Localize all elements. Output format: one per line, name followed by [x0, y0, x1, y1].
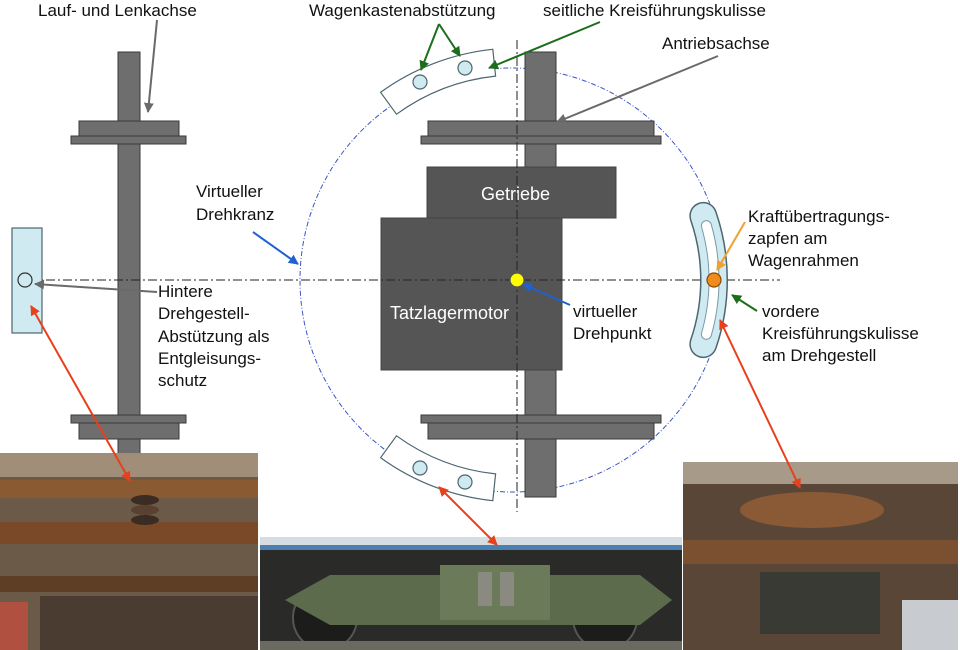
label-pivot-point-2: Drehpunkt: [573, 324, 652, 343]
photo-rear-support-beam-2: [0, 522, 258, 544]
label-front-guide-3: am Drehgestell: [762, 346, 876, 365]
force-transmission-pin: [706, 272, 722, 288]
steering-axle: [70, 51, 187, 456]
arrow-transmission-pin: [716, 221, 746, 271]
steering-axle-wheel-top-flange: [70, 135, 187, 145]
label-pivot-point-1: virtueller: [573, 302, 638, 321]
arrow-pivot-point: [522, 283, 571, 306]
photo-carbody-support-body: [260, 537, 682, 545]
photo-front-guide-frame: [683, 462, 958, 484]
arrow-steering-axle: [143, 19, 158, 113]
arrow-rear-support: [34, 279, 158, 293]
driving-axle-wheel-top-flange: [420, 135, 662, 145]
steering-axle-wheel-top: [78, 120, 180, 137]
gearbox-label: Getriebe: [481, 184, 550, 204]
gearbox: [426, 166, 617, 219]
arrow-slewing-ring: [252, 231, 299, 265]
label-transmission-pin-2: zapfen am: [748, 229, 827, 248]
traction-motor: [380, 217, 563, 371]
photo-rear-support-spring-2: [131, 505, 159, 515]
bottom-carbody-support-slot: [379, 434, 497, 502]
photo-rear-support-beam-1: [0, 480, 258, 498]
steering-axle-shaft: [117, 51, 141, 456]
photo-carbody-support-ground: [260, 641, 682, 650]
traction-motor-label: Tatzlagermotor: [390, 303, 509, 323]
label-slewing-ring-1: Virtueller: [196, 182, 263, 201]
virtual-pivot-point: [509, 272, 525, 288]
photo-front-guide-machinery: [760, 572, 880, 634]
photo-rear-support-spring-3: [131, 515, 159, 525]
bottom-support-pad-right: [457, 474, 473, 490]
label-rear-support-2: Drehgestell-: [158, 304, 250, 323]
label-front-guide-2: Kreisführungskulisse: [762, 324, 919, 343]
top-support-pad-right: [457, 60, 473, 76]
label-carbody-support: Wagenkastenabstützung: [309, 1, 496, 20]
photo-front-guide: [683, 462, 958, 650]
photo-rear-support-beam-3: [0, 576, 258, 592]
driving-axle-wheel-bottom-flange: [420, 414, 662, 424]
photo-front-guide-light: [902, 600, 958, 650]
steering-axle-wheel-bottom-flange: [70, 414, 187, 424]
arrow-driving-axle: [556, 55, 719, 124]
photo-rear-support: [0, 453, 258, 650]
photo-rear-support-frame: [0, 453, 258, 477]
photo-carbody-support-spring-left: [478, 572, 492, 606]
photo-front-guide-beam: [683, 540, 958, 564]
steering-axle-wheel-bottom: [78, 422, 180, 440]
label-driving-axle: Antriebsachse: [662, 34, 770, 53]
label-rear-support-5: schutz: [158, 371, 207, 390]
arrow-support-pad-right: [438, 23, 461, 57]
top-carbody-support-slot: [379, 48, 497, 116]
arrow-photo-rear: [30, 305, 131, 482]
label-slewing-ring-2: Drehkranz: [196, 205, 274, 224]
photo-carbody-support-bolster: [440, 565, 550, 620]
photo-front-guide-disk: [740, 492, 884, 528]
label-rear-support-1: Hintere: [158, 282, 213, 301]
top-support-pad-left: [412, 74, 428, 90]
photo-rear-support-spring-1: [131, 495, 159, 505]
arrow-photo-front: [719, 319, 801, 489]
rear-support-pin: [17, 272, 33, 288]
photo-rear-support-shadow: [40, 596, 258, 650]
label-front-guide-1: vordere: [762, 302, 820, 321]
photo-carbody-support-stripe: [260, 545, 682, 550]
driving-axle-wheel-top: [427, 120, 655, 137]
arrow-front-guide: [731, 294, 758, 312]
label-steering-axle: Lauf- und Lenkachse: [38, 1, 197, 20]
driving-axle-wheel-bottom: [427, 422, 655, 440]
photo-carbody-support-spring-right: [500, 572, 514, 606]
photo-carbody-support: [260, 537, 682, 650]
label-rear-support-3: Abstützung als: [158, 327, 270, 346]
photo-rear-support-wall: [0, 602, 28, 650]
arrow-lateral-guide: [488, 21, 601, 70]
label-lateral-guide: seitliche Kreisführungskulisse: [543, 1, 766, 20]
label-rear-support-4: Entgleisungs-: [158, 349, 261, 368]
bottom-support-pad-left: [412, 460, 428, 476]
label-transmission-pin-3: Wagenrahmen: [748, 251, 859, 270]
arrow-support-pad-left: [419, 23, 440, 71]
arrow-photo-carbody: [438, 486, 498, 546]
label-transmission-pin-1: Kraftübertragungs-: [748, 207, 890, 226]
